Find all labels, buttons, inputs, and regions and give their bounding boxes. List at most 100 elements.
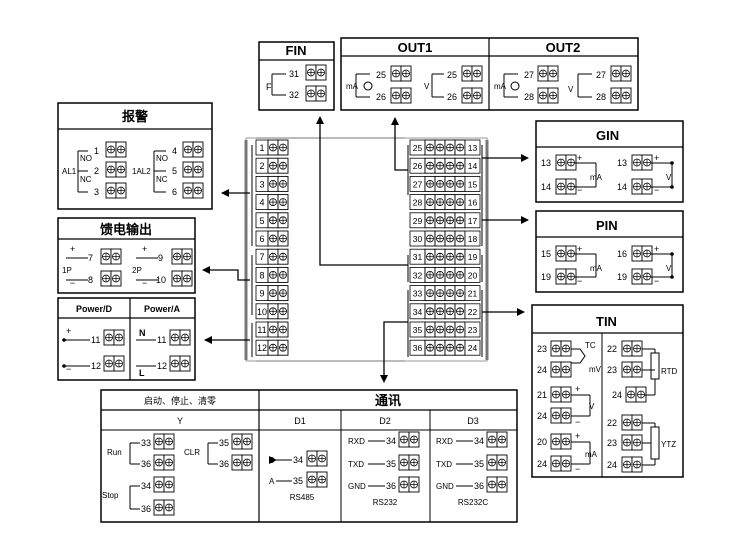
center-inner-number: 29 xyxy=(413,216,423,226)
comm-stop-label: Stop xyxy=(102,491,119,500)
fin-panel: FIN F 31 32 xyxy=(258,41,335,111)
tin-terminal-24: 24 xyxy=(537,365,547,375)
out1-title: OUT1 xyxy=(398,40,433,55)
svg-text:−: − xyxy=(66,364,71,374)
comm-d3-header: D3 xyxy=(467,416,479,426)
svg-text:−: − xyxy=(142,278,147,288)
center-left-terminal: 8 xyxy=(255,266,289,283)
terminal-screw xyxy=(621,340,643,357)
center-left-terminal: 7 xyxy=(255,248,289,265)
tin-terminal-23b: 23 xyxy=(607,365,617,375)
terminal-screw xyxy=(231,454,253,471)
terminal-screw xyxy=(555,154,577,171)
center-left-terminal: 2 xyxy=(255,157,289,174)
terminal-screw xyxy=(398,431,420,448)
out-panel: OUT1 OUT2 mA 25 26 V 25 26 mA 27 28 V 27… xyxy=(340,37,639,111)
center-left-number: 3 xyxy=(259,179,264,189)
tin-ma-label: mA xyxy=(585,450,598,459)
gin-terminal-14: 14 xyxy=(541,182,551,192)
power-d-terminal-11: 11 xyxy=(91,335,100,345)
comm-y-header: Y xyxy=(177,416,183,426)
terminal-screw xyxy=(305,85,327,102)
pin-title: PIN xyxy=(596,218,618,233)
terminal-screw xyxy=(306,450,328,467)
svg-text:+: + xyxy=(577,244,582,254)
power-a-terminal-12: 12 xyxy=(157,361,167,371)
center-left-terminal: 11 xyxy=(255,321,289,338)
terminal-screw xyxy=(169,355,191,372)
center-outer-number: 22 xyxy=(468,307,478,317)
svg-text:+: + xyxy=(654,153,659,163)
alarm-terminal-1: 1 xyxy=(94,146,99,156)
comm-clr-terminal-36: 36 xyxy=(219,459,229,469)
terminal-screw xyxy=(550,455,572,472)
center-left-number: 2 xyxy=(259,161,264,171)
tin-terminal-24d: 24 xyxy=(612,390,622,400)
alarm-no-label: NO xyxy=(80,154,92,163)
comm-run-terminal-36: 36 xyxy=(141,459,151,469)
comm-d3-txd-label: TXD xyxy=(436,460,452,469)
center-right-terminal: 34 22 xyxy=(409,303,481,320)
gin-unit-v: V xyxy=(666,173,672,182)
center-outer-number: 21 xyxy=(468,289,478,299)
fin-label: F xyxy=(266,82,272,92)
gin-terminal-13: 13 xyxy=(541,158,551,168)
pin-panel: PIN 15 19 +− mA 16 19 +− V xyxy=(535,210,684,293)
alarm-panel: 报警 AL1 NO NC 1 2 3 1AL2 NO NC 4 5 6 xyxy=(57,102,213,210)
center-left-number: 8 xyxy=(259,270,264,280)
terminal-screw xyxy=(105,182,127,199)
tin-terminal-22b: 22 xyxy=(607,418,617,428)
arrow-to-feed xyxy=(202,266,250,281)
center-left-number: 10 xyxy=(257,307,267,317)
comm-d3-rxd-label: RXD xyxy=(436,437,453,446)
fin-title: FIN xyxy=(286,43,307,58)
out2-unit-v: V xyxy=(568,85,574,94)
tin-v-label: V xyxy=(589,402,595,411)
feed-terminal-8: 8 xyxy=(88,275,93,285)
center-inner-number: 34 xyxy=(413,307,423,317)
terminal-screw xyxy=(486,476,508,493)
comm-rs232-label: RS232 xyxy=(373,498,398,507)
center-outer-number: 19 xyxy=(468,252,478,262)
terminal-screw xyxy=(169,329,191,346)
terminal-screw xyxy=(555,245,577,262)
terminal-screw xyxy=(390,65,412,82)
out2-terminal-28: 28 xyxy=(524,92,534,102)
tin-title: TIN xyxy=(596,314,617,329)
terminal-screw xyxy=(105,141,127,158)
power-l-label: L xyxy=(139,368,145,378)
feed-2p-label: 2P xyxy=(132,266,142,275)
alarm-al1-label: AL1 xyxy=(62,167,77,176)
arrow-to-fin xyxy=(316,116,408,266)
out1-terminal-26: 26 xyxy=(376,92,386,102)
terminal-screw xyxy=(100,270,122,287)
comm-d2-header: D2 xyxy=(379,416,391,426)
terminal-screw xyxy=(550,340,572,357)
comm-d2-rxd-label: RXD xyxy=(348,437,365,446)
center-left-terminal: 12 xyxy=(255,339,289,356)
svg-text:+: + xyxy=(577,153,582,163)
center-inner-number: 33 xyxy=(413,289,423,299)
center-left-number: 11 xyxy=(257,325,266,335)
center-left-number: 12 xyxy=(257,343,267,353)
feed-1p-label: 1P xyxy=(62,266,72,275)
center-outer-number: 18 xyxy=(468,234,478,244)
terminal-screw xyxy=(550,433,572,450)
out1-unit-v: V xyxy=(424,82,430,91)
tin-terminal-21: 21 xyxy=(537,390,547,400)
comm-rs232c-label: RS232C xyxy=(458,498,488,507)
tin-terminal-24b: 24 xyxy=(537,411,547,421)
comm-rs485-label: RS485 xyxy=(290,493,315,502)
feed-panel: 馈电输出 1P +− 7 8 2P +− 9 10 xyxy=(57,217,196,294)
pin-terminal-15: 15 xyxy=(541,249,551,259)
comm-d1-header: D1 xyxy=(294,416,306,426)
svg-text:−: − xyxy=(654,276,659,286)
comm-stop-terminal-34: 34 xyxy=(141,481,151,491)
center-left-number: 4 xyxy=(259,198,264,208)
terminal-screw xyxy=(105,161,127,178)
comm-d1-a-label: A xyxy=(269,477,275,486)
out1-terminal-25: 25 xyxy=(376,70,386,80)
